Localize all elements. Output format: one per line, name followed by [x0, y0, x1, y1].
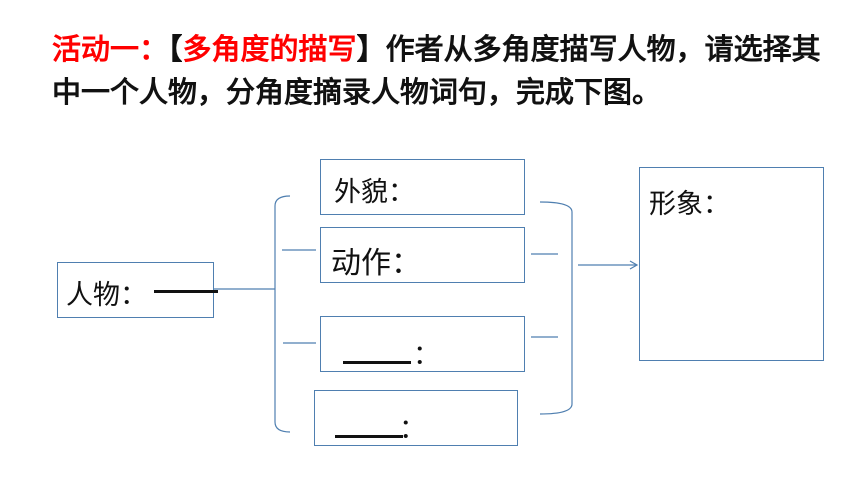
aspect-box-blank-2[interactable]: ： [314, 390, 518, 446]
aspect-box-action[interactable]: 动作： [320, 227, 525, 283]
activity-instruction-text: 作者从多角度描写人物，请选择其中一个人物，分角度摘录人物词句，完成下图。 [52, 32, 821, 109]
person-blank-line[interactable] [154, 290, 218, 293]
left-bracket [274, 195, 291, 433]
aspect-label-blank-1: ： [413, 340, 440, 371]
aspect-box-blank-1[interactable]: ： [320, 316, 525, 372]
image-box-label: 形象： [649, 189, 730, 220]
bracket-open: 【 [168, 32, 183, 66]
right-bracket [539, 201, 573, 415]
activity-topic: 多角度的描写 [182, 32, 357, 66]
aspect-label-appearance: 外貌： [334, 177, 415, 208]
person-box[interactable]: 人物： [57, 262, 218, 318]
aspect-blank-line-2[interactable] [335, 435, 403, 438]
bracket-close: 】 [356, 32, 386, 66]
aspect-box-appearance[interactable]: 外貌： [320, 159, 525, 215]
person-label: 人物： [66, 280, 147, 311]
aspect-blank-line-1[interactable] [343, 361, 411, 364]
aspect-label-blank-2: ： [399, 414, 426, 445]
activity-title: 活动一： [52, 32, 169, 66]
aspect-label-action: 动作： [331, 246, 421, 281]
activity-instructions: 活动一：【多角度的描写】作者从多角度描写人物，请选择其中一个人物，分角度摘录人物… [52, 28, 842, 114]
image-box[interactable]: 形象： [639, 167, 824, 361]
arrow-head-icon [629, 260, 639, 270]
